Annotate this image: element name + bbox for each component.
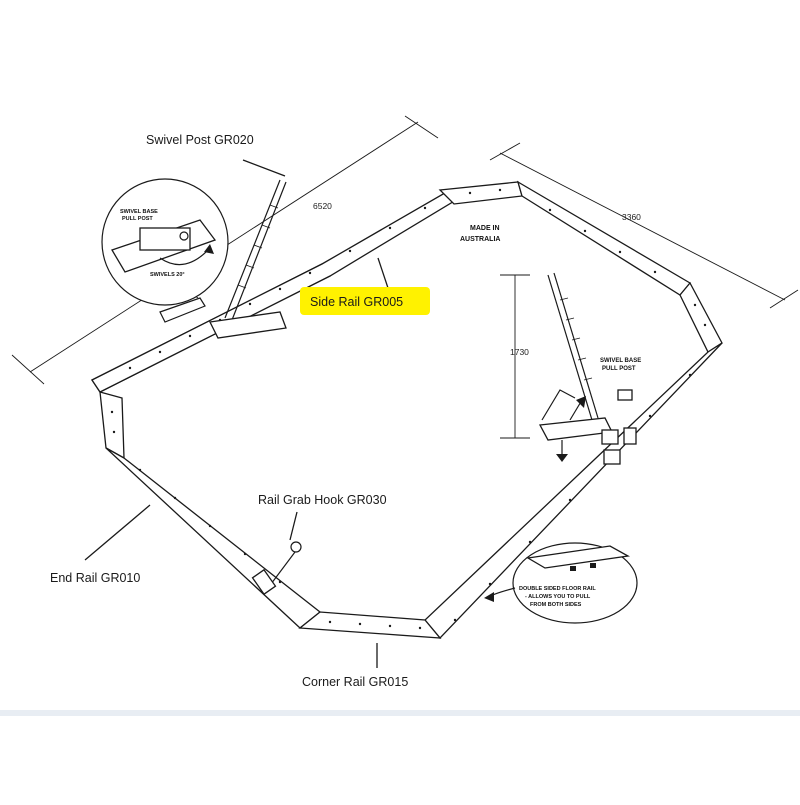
rail-clamp-2 xyxy=(603,449,621,465)
made-in-line2: AUSTRALIA xyxy=(460,236,500,243)
rail-grab-hook-label: Rail Grab Hook GR030 xyxy=(258,493,387,507)
corner-rail-right xyxy=(679,281,723,353)
length-dimension-value: 6520 xyxy=(313,201,332,211)
corner-rail-top xyxy=(438,181,523,205)
corner-rail-bottom xyxy=(298,611,442,639)
floor-rail-inset xyxy=(484,542,638,624)
end-rail-leader xyxy=(84,504,151,561)
length-dimension-tick-left xyxy=(11,354,45,385)
side-rail-label: Side Rail GR005 xyxy=(310,295,403,309)
swivel-base-inset-line1: SWIVEL BASE xyxy=(120,209,158,215)
rail-perforations xyxy=(110,188,707,630)
rail-grab-hook-eye xyxy=(290,541,302,553)
floor-rail-inset-plate xyxy=(526,545,631,569)
rail-grab-hook-clamp xyxy=(251,568,277,596)
swivel-post-left-handle xyxy=(159,297,206,323)
swivel-base-inset-pin xyxy=(179,231,189,241)
swivel-post-left xyxy=(159,179,287,339)
swivel-post-label: Swivel Post GR020 xyxy=(146,133,254,147)
floor-rail-line2: - ALLOWS YOU TO PULL xyxy=(525,594,591,600)
swivel-post-right xyxy=(538,272,637,465)
swivels-note: SWIVELS 20° xyxy=(150,272,185,278)
floor-rail-line3: FROM BOTH SIDES xyxy=(530,602,582,608)
side-rail-highlight xyxy=(300,287,430,315)
swivel-base-inset xyxy=(101,178,229,306)
height-dimension-value: 1730 xyxy=(510,347,529,357)
swivel-post-right-brace xyxy=(541,389,576,421)
rail-grab-hook-leader xyxy=(289,511,298,541)
swivel-inset-arrowhead xyxy=(204,244,214,254)
side-rail-leader xyxy=(377,257,389,289)
end-rail-label: End Rail GR010 xyxy=(50,571,140,585)
footer-band xyxy=(0,710,800,716)
rail-grab-hook xyxy=(251,541,302,596)
swivel-base-right-line1: SWIVEL BASE xyxy=(600,358,641,364)
swivel-base-inset-bracket xyxy=(139,227,191,251)
width-dimension-tick-left xyxy=(489,142,521,161)
swivel-post-left-pole xyxy=(224,179,281,319)
swivel-base-inset-line2: PULL POST xyxy=(122,216,153,222)
swivel-post-right-pole-edge xyxy=(553,272,599,419)
corner-rail-label: Corner Rail GR015 xyxy=(302,675,408,689)
swivel-post-right-base xyxy=(538,417,613,441)
rail-clamp-1 xyxy=(601,429,619,445)
end-rail-upper xyxy=(99,391,125,460)
width-dimension-value: 3360 xyxy=(622,212,641,222)
up-arrow-head xyxy=(576,396,586,408)
swivel-post-right-pole xyxy=(547,274,593,421)
length-dimension-tick-right xyxy=(404,115,439,139)
post-bracket xyxy=(617,389,633,401)
floor-rail-line1: DOUBLE SIDED FLOOR RAIL xyxy=(519,586,596,592)
side-rail-right xyxy=(516,180,691,296)
swivel-base-right-line2: PULL POST xyxy=(602,366,636,372)
end-rail-lower xyxy=(105,447,322,629)
floor-rail-inset-pointer-head xyxy=(484,592,494,602)
made-in-line1: MADE IN xyxy=(470,225,500,232)
swivel-post-left-base xyxy=(209,311,287,339)
floor-rail-inset-foot-2 xyxy=(590,563,596,568)
rail-clamp-3 xyxy=(623,427,637,445)
floor-rail-inset-foot-1 xyxy=(570,566,576,571)
width-dimension-tick-right xyxy=(769,289,799,309)
swivel-post-left-pole-edge xyxy=(231,181,287,321)
leader-lines xyxy=(84,159,389,668)
down-arrow-head xyxy=(556,454,568,462)
swivel-post-leader xyxy=(242,159,286,177)
width-dimension-line xyxy=(499,152,786,301)
